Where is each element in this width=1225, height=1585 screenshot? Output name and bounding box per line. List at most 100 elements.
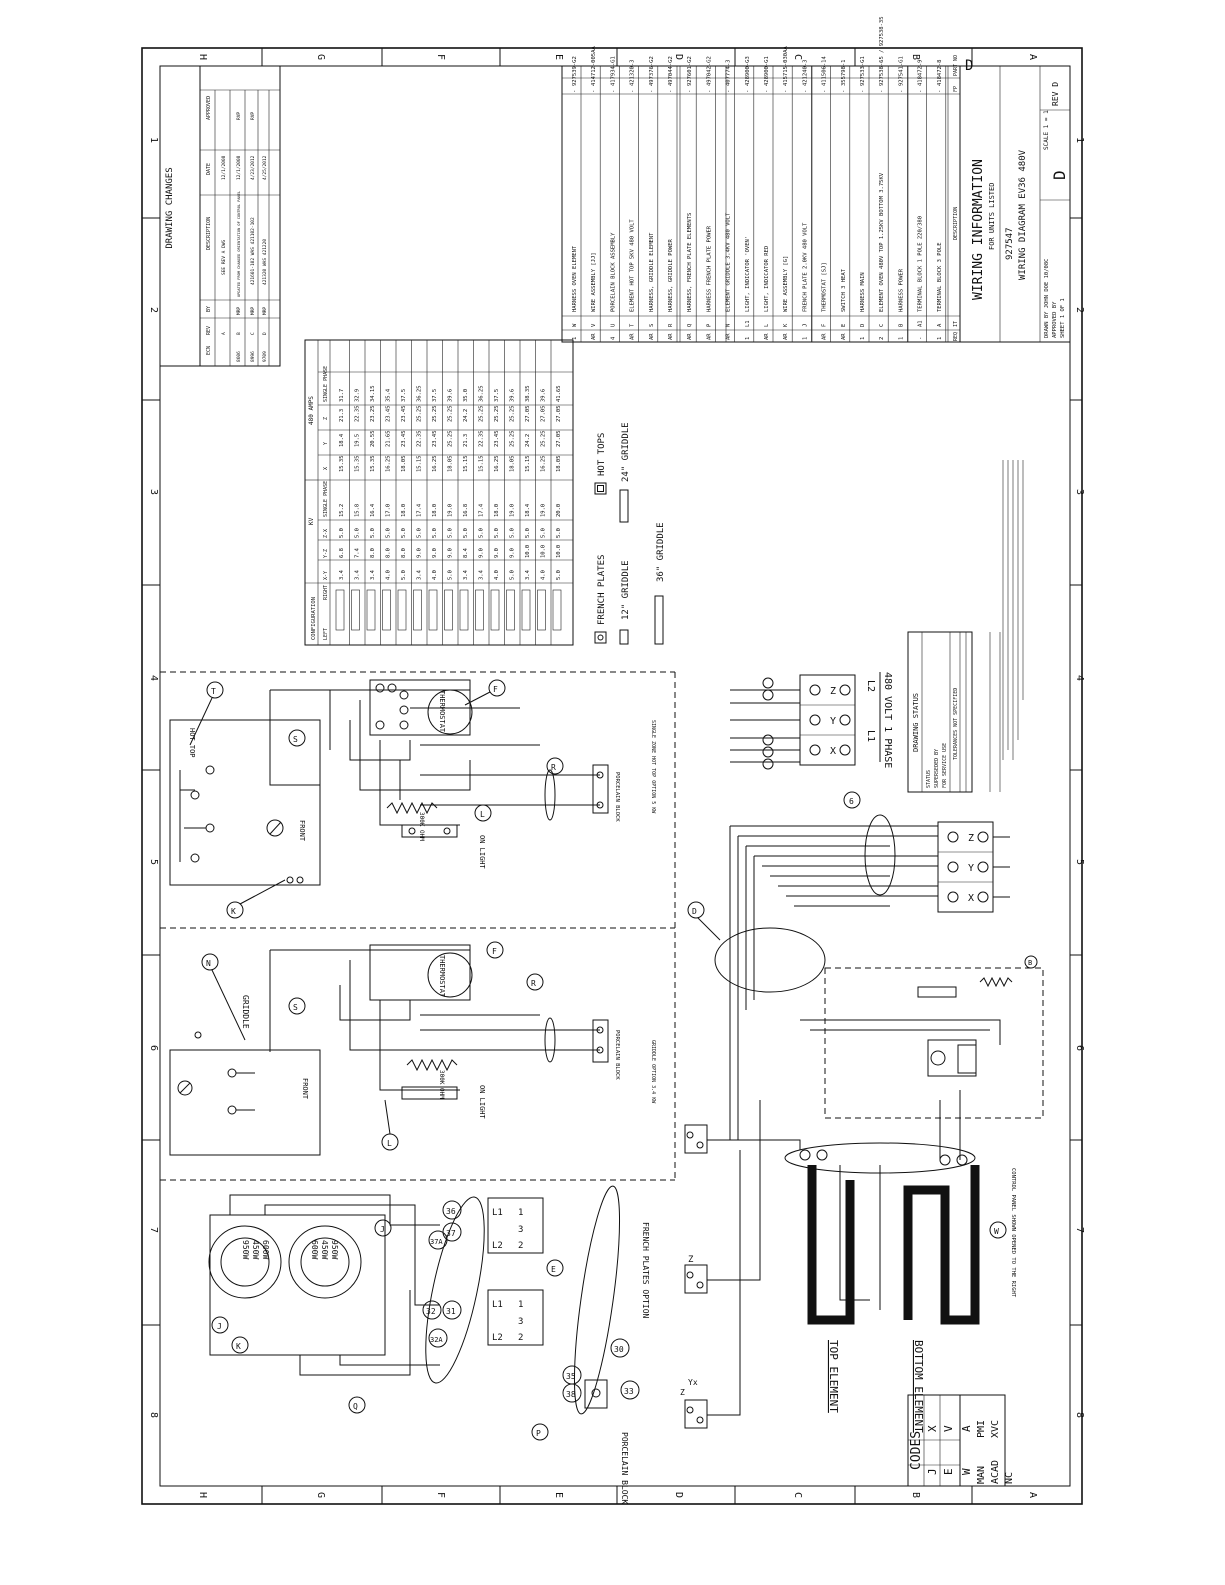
svg-text:L1: L1 — [492, 1300, 503, 1310]
parts-description: LIGHT, INDICATOR RED — [764, 246, 770, 312]
config-cell: 41.65 — [556, 385, 562, 402]
code-x: X — [926, 1425, 939, 1432]
parts-fp: - — [841, 90, 847, 93]
parts-item: L1 — [745, 320, 751, 327]
config-cell: 17.0 — [386, 504, 392, 517]
config-cell: 5.0 — [386, 528, 392, 538]
french-plates-panel: 950W 450W 600W 600W 450W 950W J J K L1L2… — [208, 1185, 650, 1504]
oven-control-box — [824, 967, 1044, 1119]
parts-description: LIGHT, INDICATOR 'OVEN' — [745, 236, 751, 312]
rev-row-b-desc: UPDATED FROM CHANGED ORIENTATION OF CONT… — [237, 191, 241, 297]
config-symbol — [506, 589, 515, 631]
legend-hot-top-symbol — [594, 482, 607, 495]
svg-text:W: W — [994, 1227, 999, 1236]
parts-item: L — [764, 323, 770, 327]
config-cell: 18.05 — [401, 455, 407, 472]
revision-header-rev: REV — [206, 326, 212, 335]
parts-fp: - — [706, 90, 712, 93]
zone-row-3: 3 — [148, 489, 159, 495]
config-cell: 25.25 — [417, 405, 423, 422]
rev-row-c-date: 4/23/2012 — [250, 155, 256, 180]
config-cell: 15.35 — [339, 455, 345, 472]
revision-header-approved: APPROVED — [206, 96, 212, 120]
zone-col-E-bottom: E — [553, 1492, 564, 1498]
revision-block: DRAWING CHANGES ECN REV BY DESCRIPTION D… — [159, 65, 281, 367]
svg-text:L: L — [387, 1139, 392, 1148]
config-symbol — [521, 589, 531, 631]
rev-row-d-desc: 421320 WAS 421220 — [262, 239, 268, 285]
parts-item: R — [668, 323, 674, 327]
parts-fp: - — [610, 90, 616, 93]
parts-item: A1 — [918, 320, 924, 327]
config-cell: 25.25 — [448, 405, 454, 422]
config-cell: 25.25 — [494, 405, 500, 422]
code-j: J — [926, 1468, 939, 1475]
svg-text:32: 32 — [426, 1307, 436, 1316]
svg-text:Yx: Yx — [688, 1378, 698, 1387]
callout-d — [687, 901, 705, 919]
config-header-right: RIGHT — [323, 585, 329, 600]
config-cell: 9.0 — [479, 548, 485, 558]
parts-item: U — [610, 324, 616, 327]
code-a: A — [960, 1425, 973, 1432]
legend: FRENCH PLATES HOT TOPS 12" GRIDDLE 24" G… — [594, 422, 666, 645]
config-cell: 5.0 — [448, 528, 454, 538]
plate-right-950w: 950W — [330, 1240, 339, 1259]
config-cell: 18.05 — [448, 455, 454, 472]
drawn-by: DRAWN BY JOHN DOE 10/08C — [1044, 259, 1050, 338]
svg-text:2: 2 — [518, 1241, 523, 1251]
config-cell: 21.65 — [386, 430, 392, 447]
svg-text:T: T — [211, 687, 216, 696]
zone-col-H: H — [197, 54, 208, 60]
zone-row-5: 5 — [148, 859, 159, 865]
config-cell: 19.0 — [448, 504, 454, 517]
svg-text:36: 36 — [446, 1207, 456, 1216]
rev-row-c-desc: 421601-102 WAS 421102-102 — [250, 217, 256, 285]
parts-req: AR — [726, 333, 732, 340]
config-cell: 5.0 — [432, 528, 438, 538]
rev-row-d-rev: D — [262, 332, 268, 335]
callout-n — [201, 953, 219, 971]
parts-number: 927541-G1 — [898, 56, 904, 86]
parts-number: 927539-G2 — [572, 56, 578, 86]
config-cell: 25.25 — [448, 430, 454, 447]
parts-item: W — [572, 323, 578, 327]
parts-item: C — [879, 324, 885, 327]
config-cell: 15.35 — [355, 455, 361, 472]
parts-fp: - — [649, 90, 655, 93]
parts-item: A — [937, 323, 943, 327]
parts-fp: - — [860, 90, 866, 93]
code-acad: ACAD — [990, 1460, 1001, 1484]
griddle-option-label: GRIDDLE OPTION 3.4 KW — [650, 1040, 656, 1104]
config-cell: 27.05 — [525, 405, 531, 422]
service-label: FOR SERVICE USE — [942, 743, 948, 788]
config-cell: 3.4 — [339, 569, 345, 580]
parts-req: AR — [630, 333, 636, 340]
config-cell: 37.5 — [401, 389, 407, 402]
zone-row-1-right: 1 — [1074, 137, 1085, 143]
config-cell: 3.4 — [463, 569, 469, 580]
parts-req: 1 — [572, 337, 578, 340]
zone-row-1: 1 — [148, 137, 159, 143]
parts-description: HARNESS POWER — [898, 268, 904, 312]
config-cell: 16.25 — [432, 455, 438, 472]
config-cell: 5.0 — [448, 570, 454, 580]
rev-row-b-ecn: 8606 — [236, 351, 242, 362]
parts-fp: - — [879, 90, 885, 93]
zone-row-8: 8 — [148, 1412, 159, 1418]
callout-s-griddle — [288, 997, 306, 1015]
drawing-number: 927547 — [1005, 227, 1015, 260]
legend-griddle-24-symbol — [619, 489, 629, 523]
zone-col-A-bottom: A — [1027, 1492, 1038, 1498]
option-panel-boundaries — [160, 671, 676, 1181]
svg-text:35: 35 — [566, 1372, 576, 1381]
config-cell: 15.35 — [370, 455, 376, 472]
legend-griddle-24: 24" GRIDDLE — [621, 422, 631, 482]
griddle-on-light-label: ON LIGHT — [478, 1085, 486, 1120]
config-cell: 27.05 — [556, 405, 562, 422]
config-cell: 9.0 — [448, 548, 454, 558]
svg-text:32A: 32A — [430, 1336, 443, 1344]
config-cell: 25.25 — [479, 405, 485, 422]
phase-l1: L1 — [865, 730, 876, 742]
